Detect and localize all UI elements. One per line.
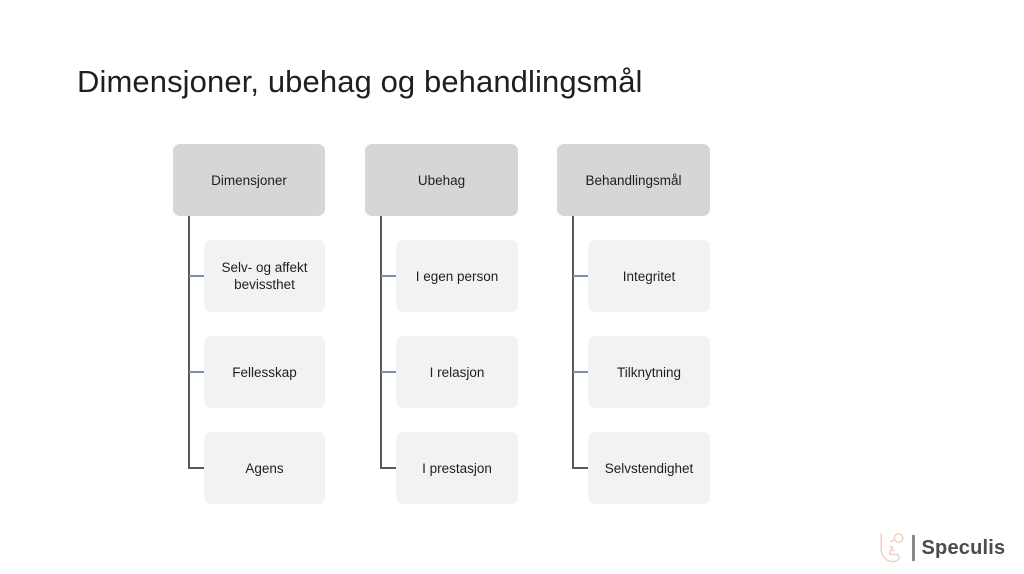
column-1-branch-line-3 xyxy=(188,467,205,469)
column-3-item-2[interactable]: Tilknytning xyxy=(588,336,710,408)
column-2-trunk-line xyxy=(380,216,382,468)
column-3-branch-line-1 xyxy=(573,275,589,277)
column-1-branch-line-2 xyxy=(189,371,205,373)
column-2-header-box[interactable]: Ubehag xyxy=(365,144,518,216)
speculis-logo: Speculis xyxy=(878,528,1008,568)
column-3-item-3[interactable]: Selvstendighet xyxy=(588,432,710,504)
column-3-item-3-label: Selvstendighet xyxy=(604,460,694,476)
column-2-item-1[interactable]: I egen person xyxy=(396,240,518,312)
column-3-branch-line-2 xyxy=(573,371,589,373)
column-2-header-label: Ubehag xyxy=(417,172,466,188)
column-1-item-1[interactable]: Selv- og affekt bevissthet xyxy=(204,240,325,312)
column-3-item-1[interactable]: Integritet xyxy=(588,240,710,312)
column-1-trunk-line xyxy=(188,216,190,468)
column-2-item-2-label: I relasjon xyxy=(429,364,485,380)
column-2-branch-line-3 xyxy=(380,467,397,469)
column-1-item-1-label: Selv- og affekt bevissthet xyxy=(221,260,308,292)
column-3-header-label: Behandlingsmål xyxy=(585,172,682,188)
logo-divider xyxy=(912,535,915,561)
column-1-branch-line-1 xyxy=(189,275,205,277)
column-1-item-3[interactable]: Agens xyxy=(204,432,325,504)
column-2-item-2[interactable]: I relasjon xyxy=(396,336,518,408)
column-2-item-3-label: I prestasjon xyxy=(422,460,492,476)
column-2-item-3[interactable]: I prestasjon xyxy=(396,432,518,504)
column-2-branch-line-2 xyxy=(381,371,397,373)
column-2-branch-line-1 xyxy=(381,275,397,277)
column-1-header-box[interactable]: Dimensjoner xyxy=(173,144,325,216)
column-3-header-box[interactable]: Behandlingsmål xyxy=(557,144,710,216)
column-3-branch-line-3 xyxy=(572,467,589,469)
column-3-trunk-line xyxy=(572,216,574,468)
column-1-item-3-label: Agens xyxy=(245,460,284,476)
column-1-header-label: Dimensjoner xyxy=(211,172,287,188)
column-2-item-1-label: I egen person xyxy=(415,268,499,284)
face-profile-icon xyxy=(880,532,904,563)
page-title: Dimensjoner, ubehag og behandlingsmål xyxy=(77,64,643,99)
column-1-item-2-label: Fellesskap xyxy=(232,364,297,380)
logo-text: Speculis xyxy=(921,537,1006,559)
column-3-item-1-label: Integritet xyxy=(622,268,676,284)
column-3-item-2-label: Tilknytning xyxy=(616,364,682,380)
column-1-item-2[interactable]: Fellesskap xyxy=(204,336,325,408)
